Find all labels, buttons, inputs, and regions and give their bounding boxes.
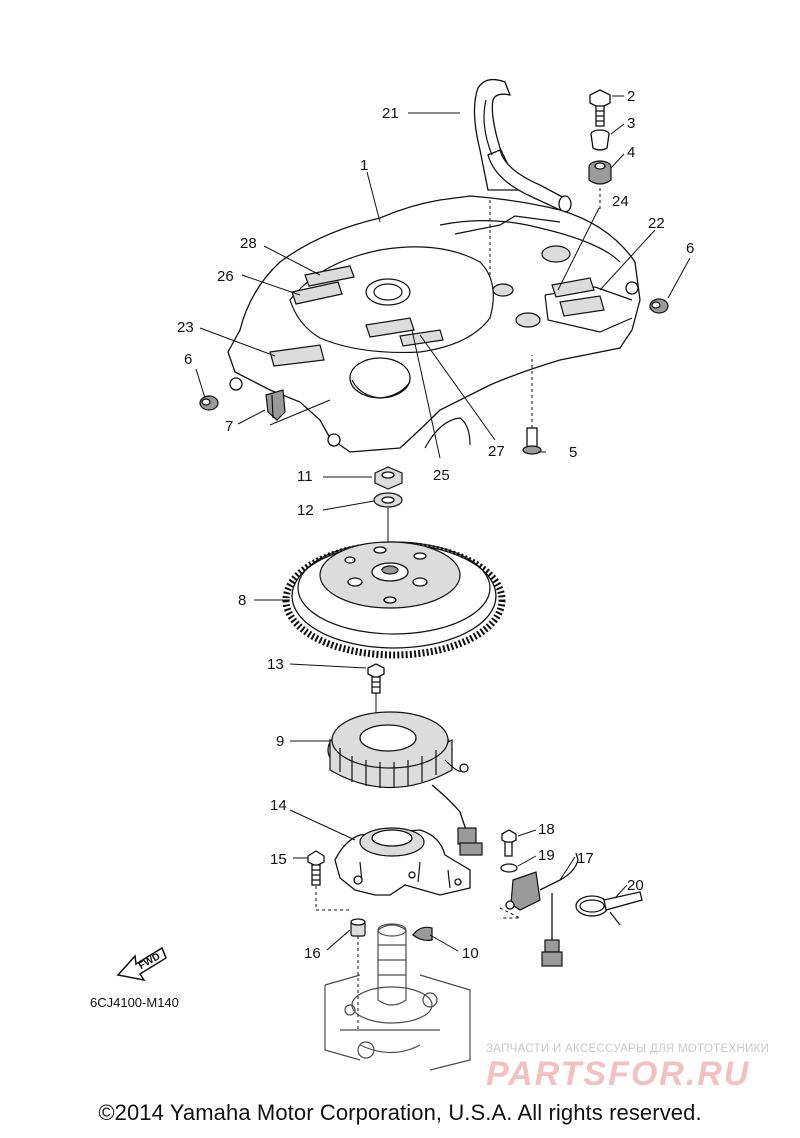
part-4-grommet [588, 160, 612, 185]
part-3-collar [590, 129, 610, 151]
part-21-hose [473, 78, 572, 213]
crankcase-reference [324, 923, 471, 1071]
watermark-text: ЗАПЧАСТИ И АКСЕССУАРЫ ДЛЯ МОТОТЕХНИКИ [486, 1043, 770, 1055]
callout-24: 24 [612, 193, 629, 210]
leader-lines [195, 95, 691, 952]
callout-1: 1 [360, 157, 368, 174]
part-16-dowel [350, 918, 366, 937]
callout-26: 26 [217, 268, 234, 285]
part-7-clip [265, 389, 286, 421]
callout-6-left: 6 [184, 351, 192, 368]
callout-21: 21 [382, 105, 399, 122]
callout-28: 28 [240, 235, 257, 252]
callout-13: 13 [267, 656, 284, 673]
callout-25: 25 [433, 467, 450, 484]
part-18-bolt [501, 829, 517, 857]
callout-27: 27 [488, 443, 505, 460]
callout-3: 3 [627, 115, 635, 132]
part-12-washer [373, 492, 403, 508]
callout-2: 2 [627, 88, 635, 105]
callout-16: 16 [304, 945, 321, 962]
callout-18: 18 [538, 821, 555, 838]
part-19-washer [500, 863, 518, 873]
part-11-nut [374, 466, 403, 490]
part-8-flywheel [282, 541, 506, 659]
part-5-screw [522, 355, 542, 455]
part-10-key [412, 926, 433, 942]
callout-17: 17 [577, 850, 594, 867]
callout-5: 5 [569, 444, 577, 461]
callout-10: 10 [462, 945, 479, 962]
part-9-stator [327, 711, 483, 856]
diagram-code: 6CJ4100-M140 [90, 995, 179, 1010]
callout-14: 14 [270, 797, 287, 814]
callout-9: 9 [276, 733, 284, 750]
part-17-sensor [505, 852, 579, 967]
callout-6-right: 6 [686, 240, 694, 257]
callout-12: 12 [297, 502, 314, 519]
callout-20: 20 [627, 877, 644, 894]
callout-22: 22 [648, 215, 665, 232]
part-20-cable-tie [575, 891, 643, 926]
part-14-base [334, 827, 471, 896]
callout-4: 4 [627, 144, 635, 161]
callout-numbers: 2 3 4 21 1 24 22 6 28 26 23 6 7 27 25 5 … [177, 88, 694, 962]
callout-7: 7 [225, 418, 233, 435]
part-15-bolt [307, 850, 325, 886]
part-1-flywheel-cover [227, 195, 641, 453]
callout-23: 23 [177, 319, 194, 336]
part-6-grommet-left [199, 395, 219, 411]
copyright-notice: ©2014 Yamaha Motor Corporation, U.S.A. A… [98, 1100, 702, 1125]
callout-8: 8 [238, 592, 246, 609]
part-6-grommet-right [649, 298, 669, 314]
fwd-arrow-icon: FWD [116, 946, 167, 982]
callout-19: 19 [538, 847, 555, 864]
callout-11: 11 [297, 468, 313, 485]
callout-15: 15 [270, 851, 287, 868]
part-2-bolt [589, 89, 611, 127]
watermark-logo: PARTSFOR.RU [486, 1055, 751, 1093]
